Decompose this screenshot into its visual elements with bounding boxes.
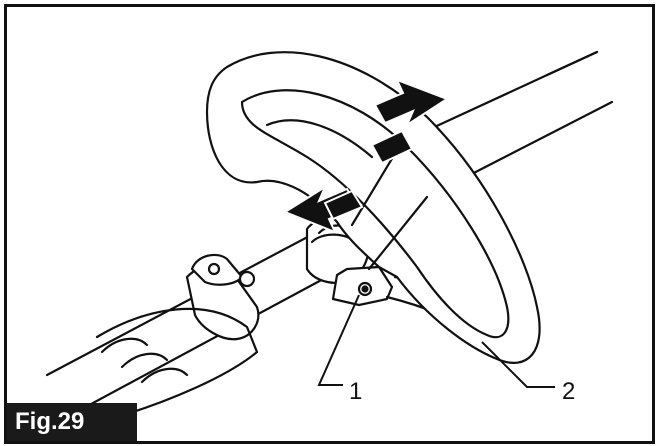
grip-rib-1 <box>100 337 149 354</box>
shaft-top-edge-far <box>545 50 599 77</box>
figure-frame: 1 2 Fig.29 <box>4 4 655 444</box>
arrow-head-right <box>373 78 450 128</box>
callout-1-leader <box>317 294 360 386</box>
callout-2-number: 2 <box>562 378 575 405</box>
arrow-shaft-left <box>323 189 364 221</box>
shaft-through-loop-bottom <box>367 195 429 271</box>
handle-adjustment-illustration: 1 2 <box>45 50 614 419</box>
figure-label: Fig.29 <box>7 403 137 441</box>
arrow-shaft-right <box>370 129 414 165</box>
adjust-direction-arrow <box>282 78 450 234</box>
loop-handle-outer <box>205 51 541 364</box>
shaft-left-bottom <box>65 275 329 419</box>
grip-rib-3 <box>140 367 189 384</box>
grip-outline <box>95 307 259 419</box>
clamp-bolt-inner <box>361 285 369 293</box>
coupling-hole <box>207 262 221 276</box>
shaft-left-top <box>45 230 319 377</box>
callout-1-number: 1 <box>349 378 362 405</box>
loop-handle-inner <box>240 89 510 339</box>
coupling-knob <box>238 270 256 288</box>
loop-handle-contour <box>265 119 374 159</box>
grip-rib-2 <box>120 352 169 369</box>
callout-2-leader <box>481 341 555 388</box>
